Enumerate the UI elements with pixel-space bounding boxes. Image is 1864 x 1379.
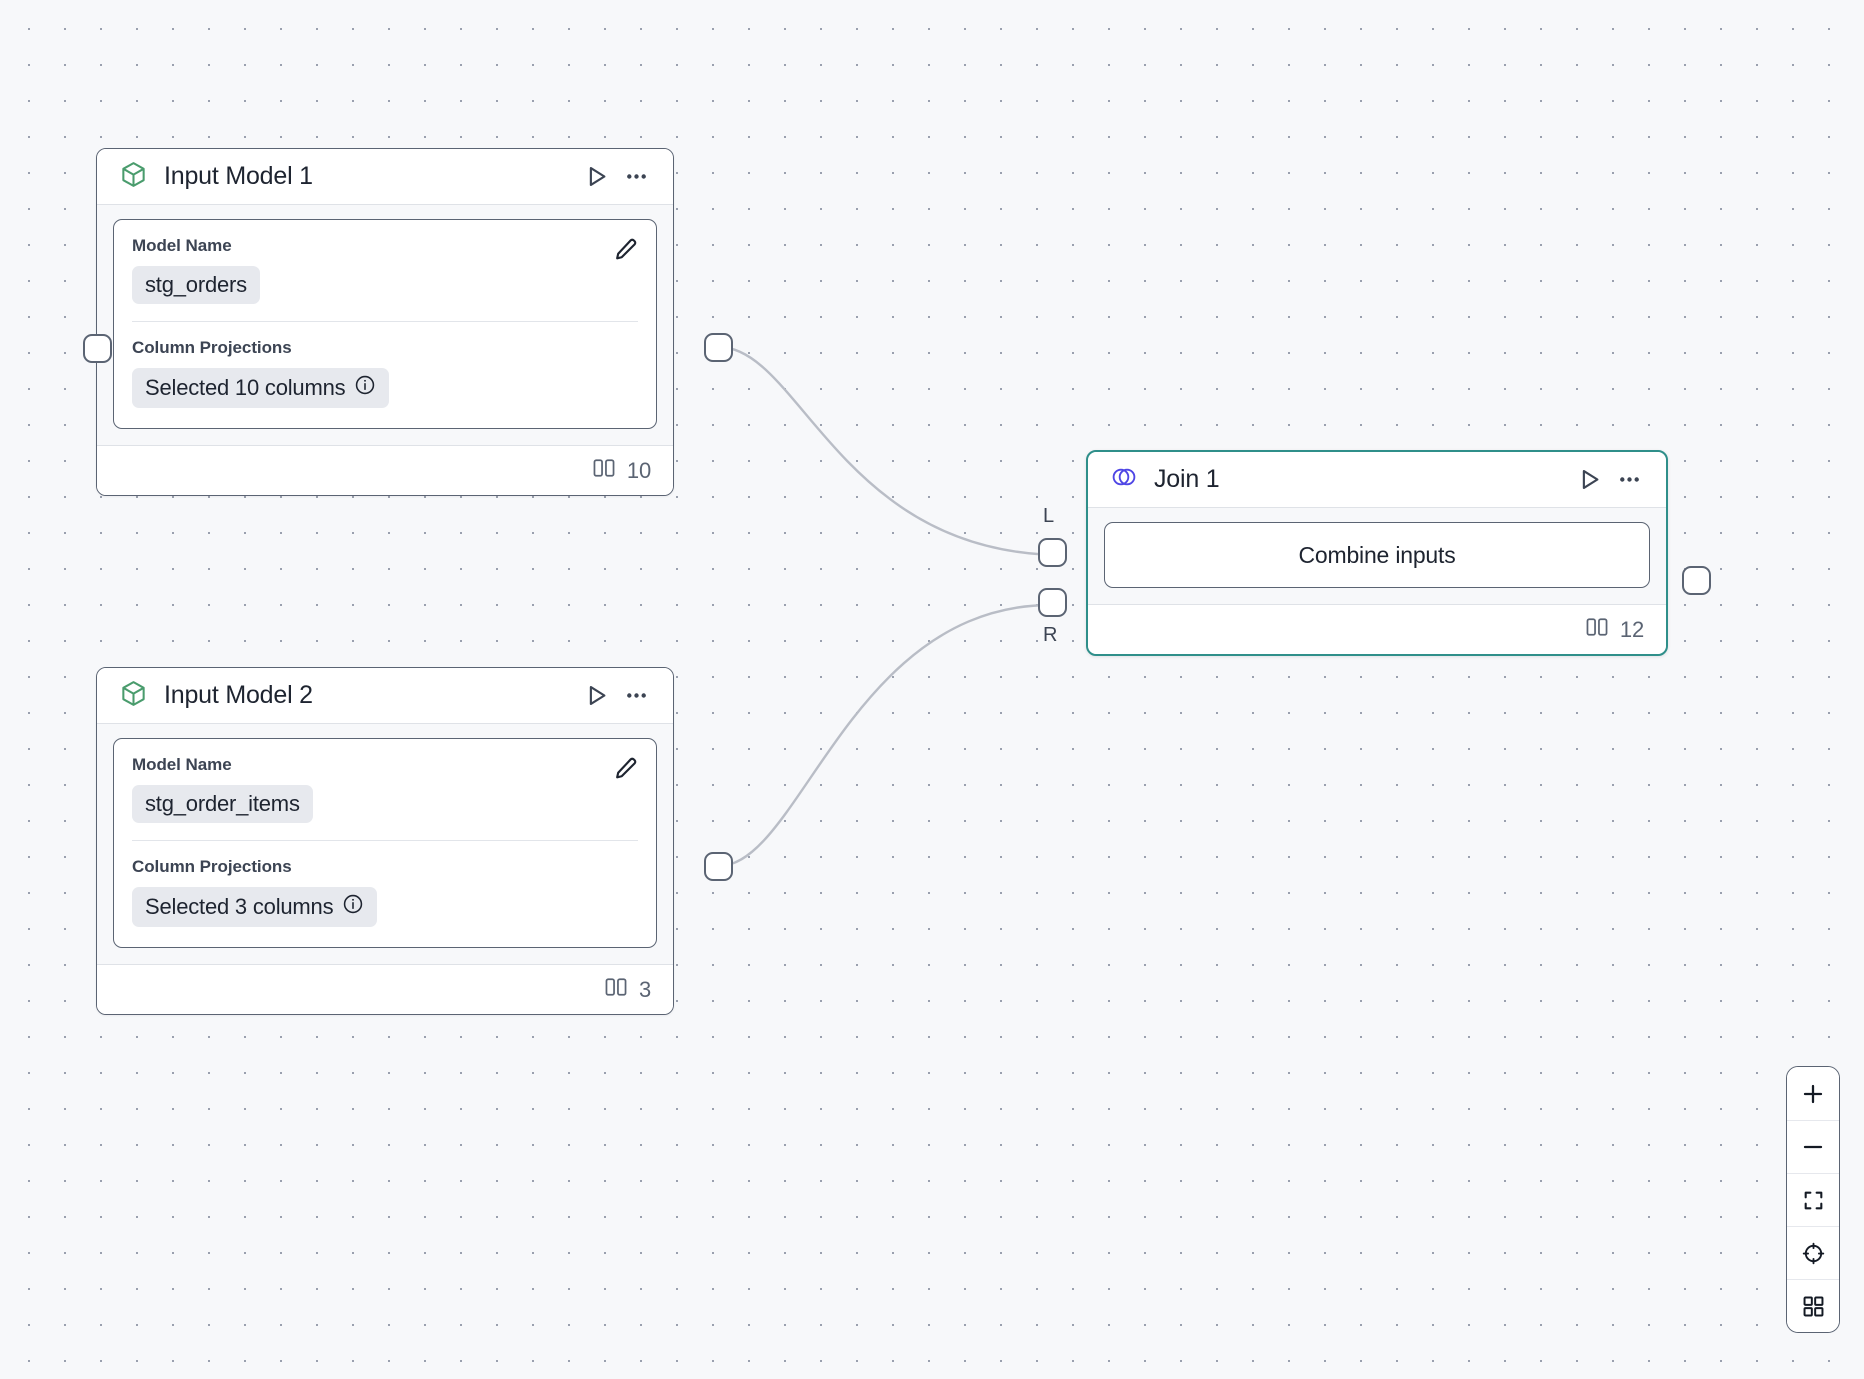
node-footer: 3 (97, 964, 673, 1015)
run-button[interactable] (579, 160, 613, 194)
chip-text: Selected 10 columns (145, 375, 346, 401)
node-title: Join 1 (1154, 465, 1220, 493)
field-label: Model Name (132, 236, 232, 255)
info-icon[interactable] (354, 374, 376, 402)
more-options-button[interactable] (1612, 463, 1646, 497)
node-body: Model Name stg_order_items Column Projec… (97, 724, 673, 965)
model-config-panel: Model Name stg_order_items Column Projec… (113, 738, 657, 949)
column-count: 10 (626, 457, 651, 483)
node-header: Input Model 1 (97, 149, 673, 205)
column-count: 12 (1619, 616, 1644, 642)
toggle-minimap-button[interactable] (1787, 1279, 1839, 1332)
node-footer: 12 (1088, 604, 1666, 654)
node-input-model-2[interactable]: Input Model 2 Mo (96, 667, 674, 1016)
edit-pencil-icon[interactable] (610, 753, 640, 783)
field-column-projections: Column Projections Selected 10 columns (132, 338, 638, 409)
chip-text: stg_orders (145, 272, 247, 297)
run-button[interactable] (1572, 463, 1606, 497)
node-join-1[interactable]: Join 1 Combine inputs (1086, 450, 1668, 656)
info-icon[interactable] (342, 893, 364, 921)
divider (132, 321, 638, 323)
model-name-chip[interactable]: stg_order_items (132, 785, 313, 823)
columns-icon (591, 455, 617, 486)
output-handle-input-model-2[interactable] (704, 852, 733, 881)
model-name-chip[interactable]: stg_orders (132, 266, 260, 304)
node-title: Input Model 1 (164, 162, 313, 190)
chip-text: Selected 3 columns (145, 894, 334, 920)
input-handle-left[interactable] (1038, 538, 1067, 567)
venn-icon (1110, 463, 1138, 496)
zoom-in-button[interactable] (1787, 1067, 1839, 1120)
edge-model1-to-join-left (718, 345, 1064, 557)
input-handle-label-right: R (1043, 624, 1058, 646)
chip-text: stg_order_items (145, 791, 300, 816)
input-handle-right[interactable] (1038, 588, 1067, 617)
divider (132, 840, 638, 842)
column-projections-chip[interactable]: Selected 3 columns (132, 887, 378, 928)
node-header: Input Model 2 (97, 668, 673, 724)
field-label: Column Projections (132, 857, 292, 877)
combine-inputs-button[interactable]: Combine inputs (1104, 522, 1650, 588)
output-handle-join-1[interactable] (1682, 566, 1711, 595)
edge-model2-to-join-right (718, 603, 1052, 868)
field-column-projections: Column Projections Selected 3 columns (132, 857, 638, 928)
field-model-name: Model Name stg_order_items (132, 755, 638, 842)
zoom-out-button[interactable] (1787, 1120, 1839, 1173)
node-body: Combine inputs (1088, 508, 1666, 604)
center-view-button[interactable] (1787, 1226, 1839, 1279)
model-config-panel: Model Name stg_orders Column Projections… (113, 219, 657, 430)
edit-pencil-icon[interactable] (610, 234, 640, 264)
node-title: Input Model 2 (164, 681, 313, 709)
more-options-button[interactable] (619, 160, 653, 194)
more-options-button[interactable] (619, 679, 653, 713)
node-input-model-1[interactable]: Input Model 1 Mo (82, 148, 674, 497)
node-header: Join 1 (1088, 452, 1666, 508)
source-handle-model-1[interactable] (82, 334, 112, 363)
columns-icon (603, 974, 629, 1005)
node-body: Model Name stg_orders Column Projections… (97, 205, 673, 446)
output-handle-input-model-1[interactable] (704, 333, 733, 362)
node-footer: 10 (97, 445, 673, 496)
cube-icon (119, 160, 148, 194)
run-button[interactable] (579, 679, 613, 713)
canvas-controls[interactable] (1786, 1066, 1840, 1333)
columns-icon (1584, 614, 1610, 645)
fit-view-button[interactable] (1787, 1173, 1839, 1226)
input-handle-label-left: L (1043, 505, 1055, 527)
column-projections-chip[interactable]: Selected 10 columns (132, 368, 390, 409)
column-count: 3 (638, 976, 651, 1002)
cube-icon (119, 679, 148, 713)
field-label: Column Projections (132, 338, 292, 358)
field-model-name: Model Name stg_orders (132, 236, 638, 323)
field-label: Model Name (132, 755, 232, 774)
